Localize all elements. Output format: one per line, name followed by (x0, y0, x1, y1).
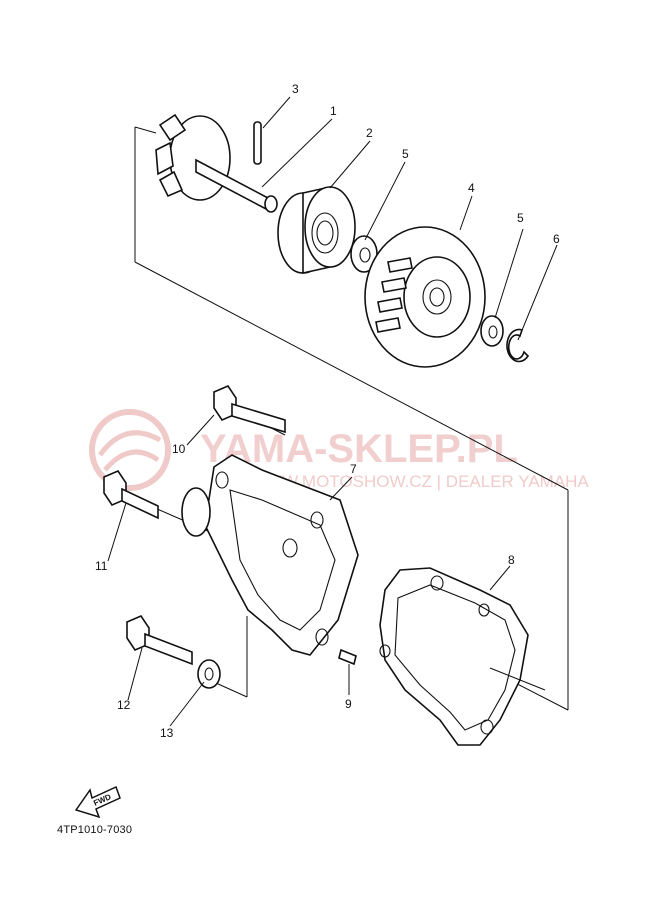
callout-12: 12 (117, 698, 131, 712)
reference-code: 4TP1010-7030 (57, 824, 133, 836)
callout-3: 3 (292, 82, 299, 96)
callout-11: 11 (95, 559, 108, 573)
callout-5b: 5 (517, 211, 524, 225)
washer-upper (350, 235, 378, 273)
fwd-arrow-icon: FWD (74, 785, 121, 819)
watermark-subtitle: WWW.MOTOSHOW.CZ | DEALER YAMAHA (250, 472, 589, 491)
callout-5a: 5 (402, 147, 409, 161)
washer-lower (480, 315, 504, 347)
callout-labels: 1 2 3 4 5 5 6 7 8 9 10 11 12 13 (95, 82, 560, 740)
watermark-brand: YAMA-SKLEP.PL (200, 427, 518, 471)
washer-bolt (197, 659, 221, 689)
callout-8: 8 (508, 553, 515, 567)
circlip (506, 328, 530, 363)
callout-9: 9 (345, 697, 352, 711)
callout-4: 4 (468, 181, 475, 195)
oil-seal (277, 186, 356, 274)
pin (253, 121, 262, 165)
callout-13: 13 (160, 726, 174, 740)
watermark-logo-icon (89, 409, 171, 491)
impeller-gear (364, 226, 486, 368)
bolt-lower (126, 615, 193, 666)
callout-2: 2 (366, 126, 373, 140)
callout-6: 6 (553, 232, 560, 246)
gasket (379, 567, 529, 746)
callout-10: 10 (172, 442, 186, 456)
dowel-pin (338, 648, 357, 666)
pump-housing (181, 454, 359, 656)
leader-lines (107, 96, 558, 727)
bolt-middle (103, 470, 159, 520)
impeller-shaft (155, 113, 278, 213)
callout-7: 7 (350, 462, 357, 476)
watermark: YAMA-SKLEP.PL WWW.MOTOSHOW.CZ | DEALER Y… (89, 409, 589, 491)
callout-1: 1 (330, 104, 337, 118)
bolt-upper (213, 385, 286, 434)
